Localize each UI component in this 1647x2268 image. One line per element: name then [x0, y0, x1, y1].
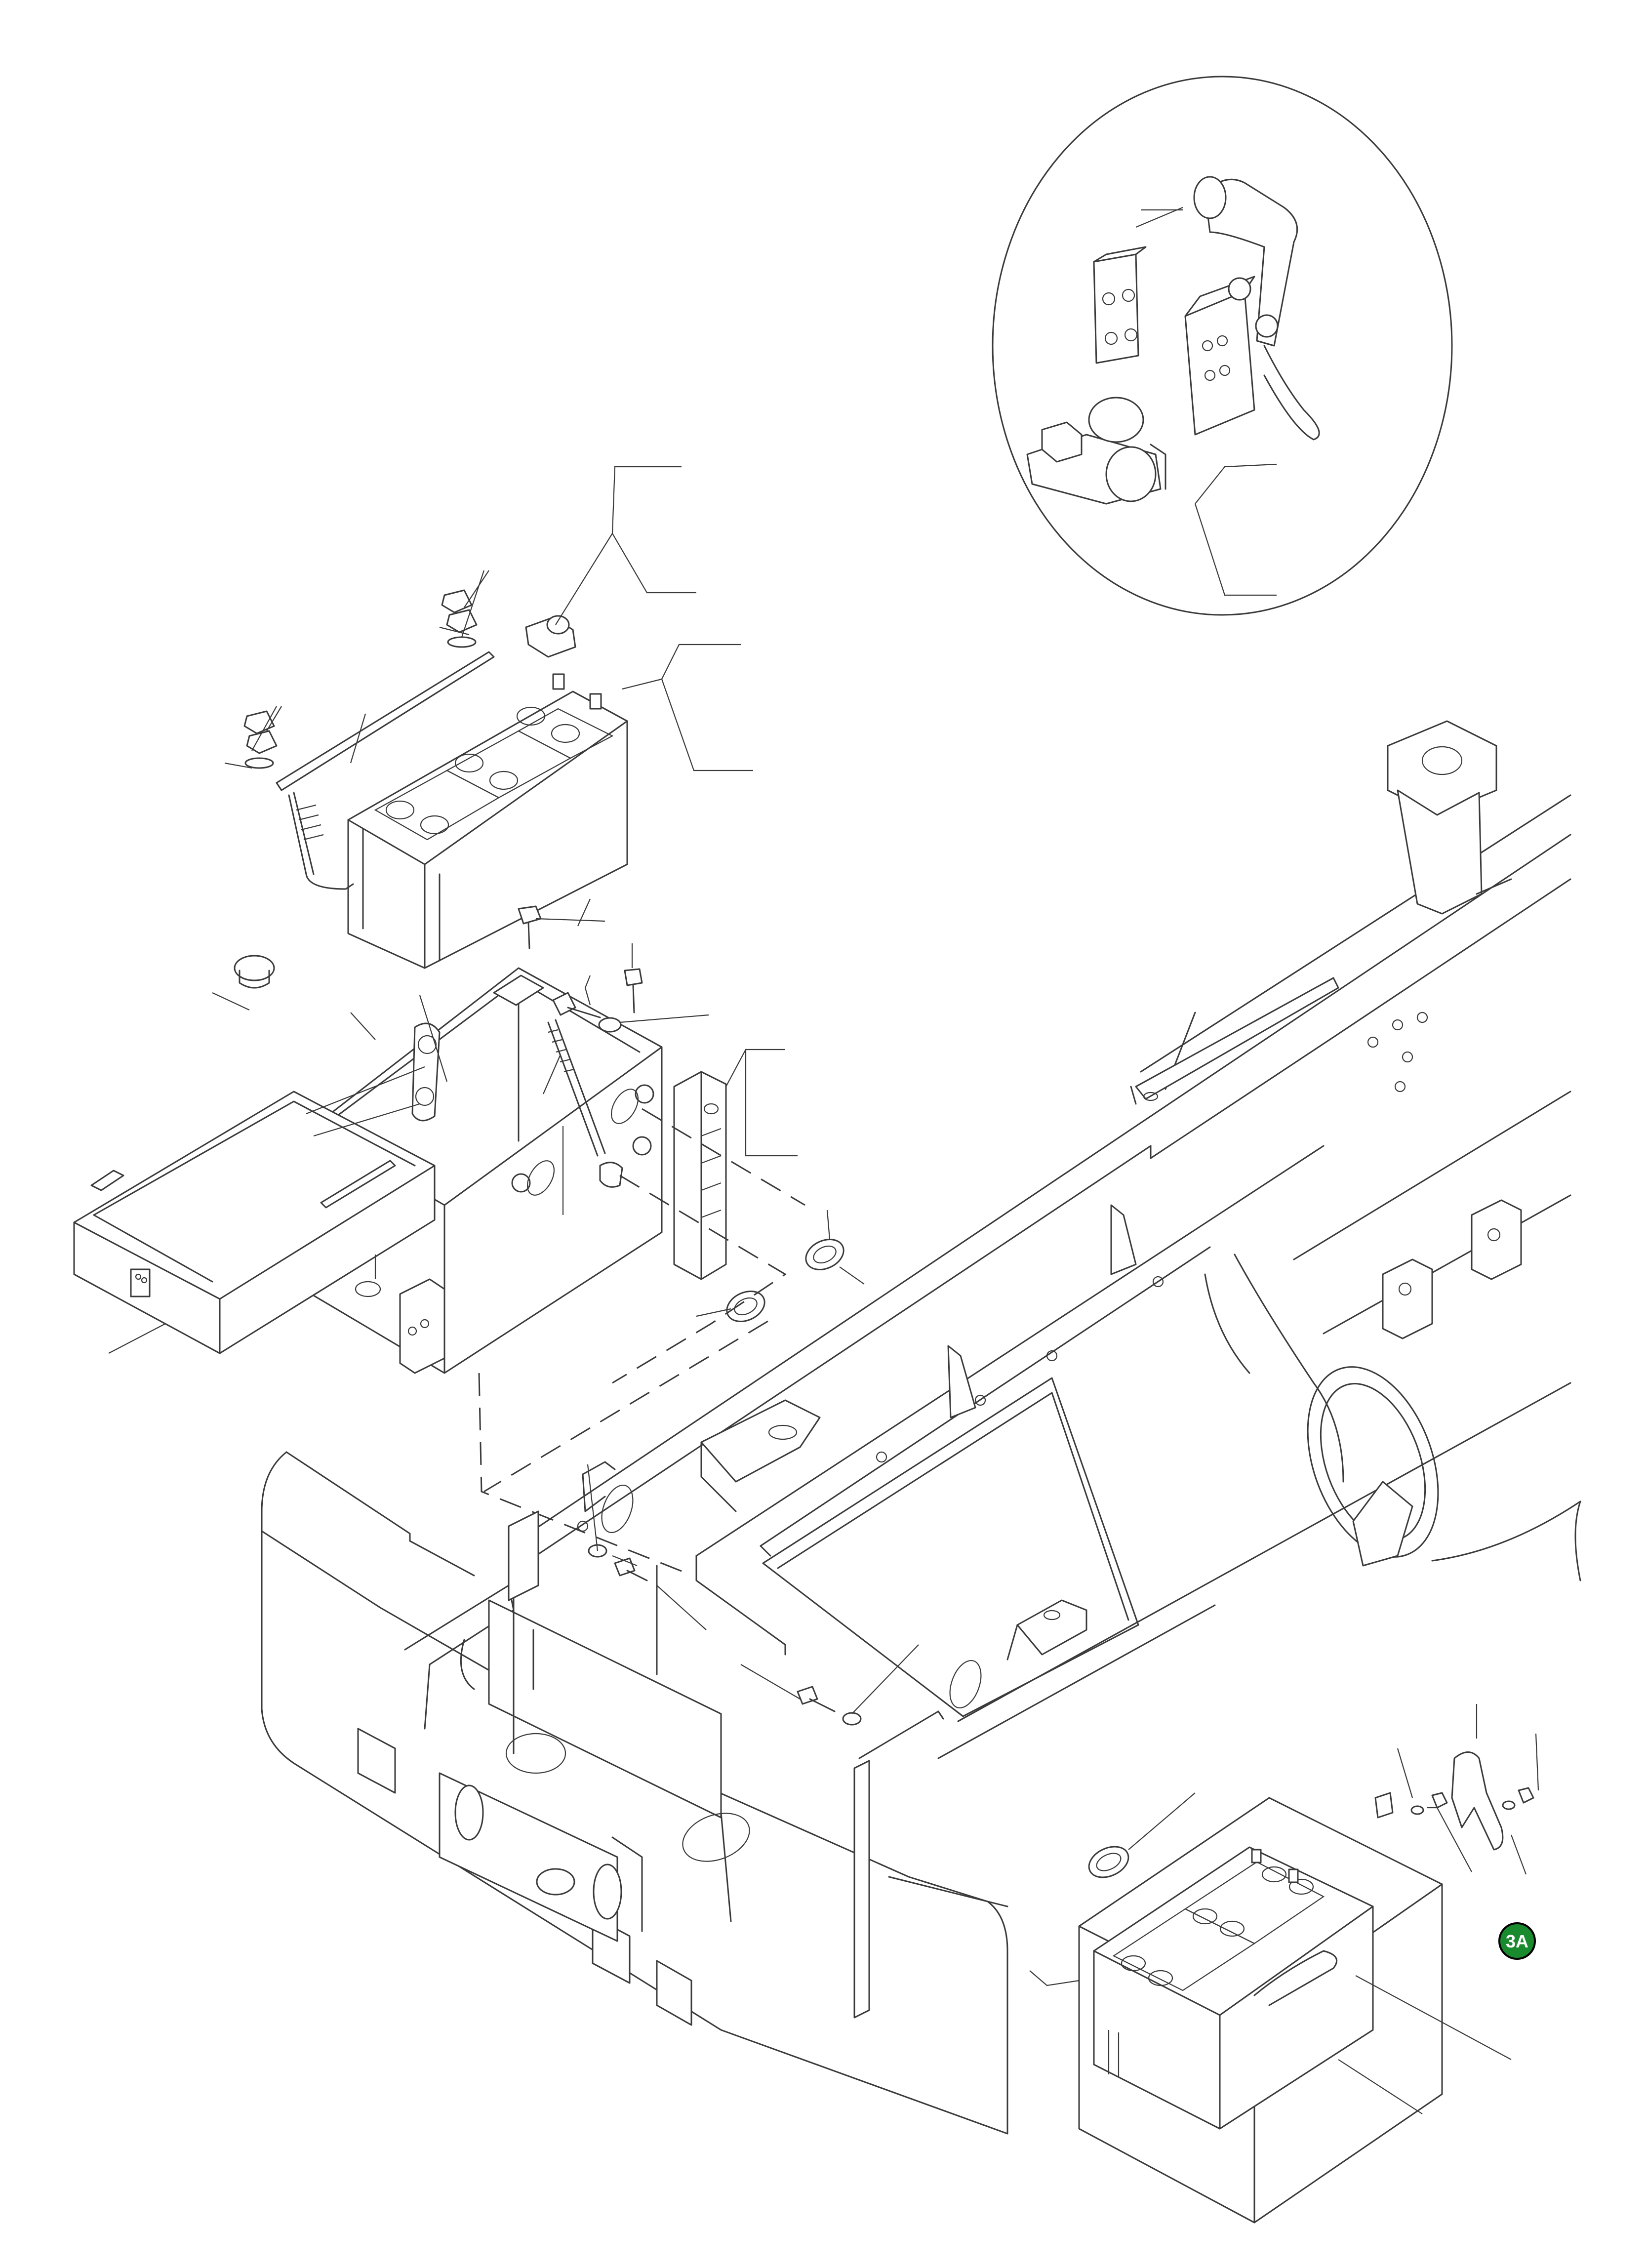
detail-view-circle [993, 77, 1452, 615]
battery-terminal-clamp-top [526, 616, 575, 657]
cover-latch-assembly [1375, 1752, 1533, 1850]
hold-down-bar [277, 652, 494, 889]
callout-3a: 3A [1499, 1923, 1535, 1959]
battery-slide-tray [74, 1092, 435, 1353]
leader-lines [109, 467, 1538, 2114]
box-bolts [235, 906, 642, 1032]
lower-battery-caps [1114, 1862, 1324, 1990]
box-link-arms [412, 1020, 622, 1187]
battery-cell-caps [375, 707, 612, 840]
front-bumper [262, 1452, 1007, 2134]
box-mounting-bracket [400, 1072, 726, 1373]
vehicle-frame [514, 721, 1580, 1758]
callout-label: 3A [1506, 1931, 1528, 1951]
detail-terminal-clamp [1027, 398, 1165, 504]
battery-top-exploded [348, 674, 627, 968]
callout-badge [1499, 1923, 1535, 1959]
alignment-dashed-lines [479, 1109, 805, 1573]
battery-with-cover [1079, 1798, 1442, 2223]
grommets [722, 1234, 1133, 1883]
detail-clamp-plate [1094, 247, 1146, 363]
detail-latch-assembly [1185, 177, 1319, 440]
